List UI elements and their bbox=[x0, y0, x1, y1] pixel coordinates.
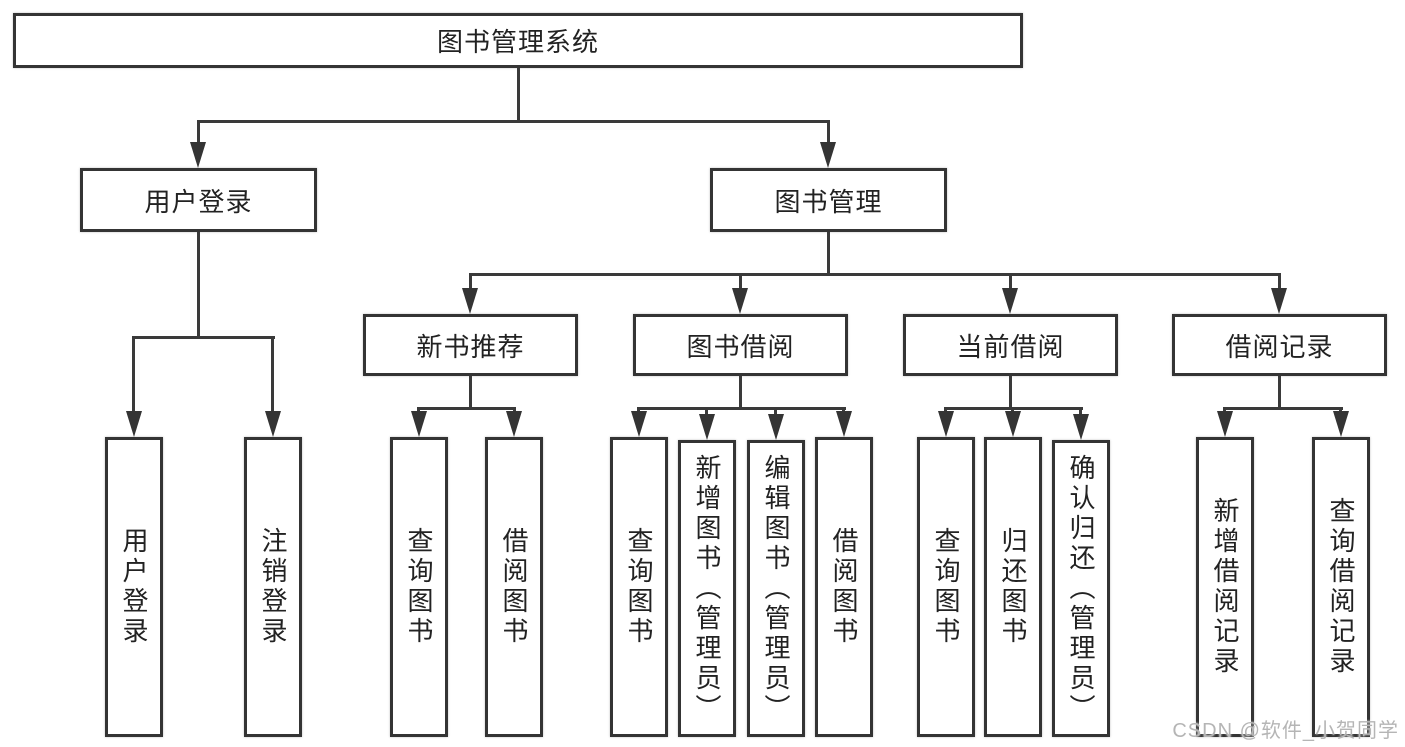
leaf-query-books-1: 查询图书 bbox=[390, 437, 448, 737]
node-book-borrowing-label: 图书借阅 bbox=[686, 331, 795, 362]
arrowhead bbox=[1073, 414, 1089, 440]
leaf-confirm-return-admin-label: 确认归还（管理员） bbox=[1066, 453, 1096, 724]
leaf-add-borrow-record: 新增借阅记录 bbox=[1196, 437, 1254, 737]
arrowhead bbox=[768, 414, 784, 440]
arrowhead bbox=[1271, 288, 1287, 314]
leaf-borrow-books-1-label: 借阅图书 bbox=[499, 527, 529, 647]
node-root: 图书管理系统 bbox=[13, 13, 1023, 68]
arrowhead bbox=[820, 142, 836, 168]
arrowhead bbox=[1002, 288, 1018, 314]
connector bbox=[197, 120, 200, 148]
connector bbox=[637, 407, 846, 410]
arrowhead bbox=[732, 288, 748, 314]
connector bbox=[1079, 407, 1082, 417]
leaf-borrow-books-2-label: 借阅图书 bbox=[829, 527, 859, 647]
arrowhead bbox=[265, 411, 281, 437]
leaf-user-login-label: 用户登录 bbox=[119, 527, 149, 647]
node-user-login-label: 用户登录 bbox=[144, 186, 253, 217]
connector bbox=[774, 407, 777, 417]
leaf-borrow-books-2: 借阅图书 bbox=[815, 437, 873, 737]
node-borrowing-records: 借阅记录 bbox=[1172, 314, 1387, 376]
leaf-query-books-2: 查询图书 bbox=[610, 437, 668, 737]
connector bbox=[827, 120, 830, 148]
arrowhead bbox=[1217, 411, 1233, 437]
node-book-management: 图书管理 bbox=[710, 168, 947, 232]
arrowhead bbox=[836, 411, 852, 437]
connector bbox=[1223, 407, 1343, 410]
connector bbox=[517, 68, 520, 123]
connector bbox=[271, 336, 274, 416]
connector bbox=[1009, 376, 1012, 410]
leaf-logout-label: 注销登录 bbox=[258, 527, 288, 647]
arrowhead bbox=[506, 411, 522, 437]
leaf-add-borrow-record-label: 新增借阅记录 bbox=[1210, 497, 1240, 677]
node-new-book-recommend-label: 新书推荐 bbox=[416, 331, 525, 362]
leaf-query-borrow-record: 查询借阅记录 bbox=[1312, 437, 1370, 737]
leaf-add-books-admin-label: 新增图书（管理员） bbox=[692, 453, 722, 724]
leaf-query-books-1-label: 查询图书 bbox=[404, 527, 434, 647]
arrowhead bbox=[462, 288, 478, 314]
leaf-user-login: 用户登录 bbox=[105, 437, 163, 737]
node-user-login: 用户登录 bbox=[80, 168, 317, 232]
connector bbox=[739, 376, 742, 410]
leaf-query-borrow-record-label: 查询借阅记录 bbox=[1326, 497, 1356, 677]
node-root-label: 图书管理系统 bbox=[436, 27, 599, 57]
connector bbox=[469, 376, 472, 410]
connector bbox=[132, 336, 275, 339]
leaf-query-books-3-label: 查询图书 bbox=[931, 527, 961, 647]
node-current-borrowing-label: 当前借阅 bbox=[956, 331, 1065, 362]
csdn-watermark: CSDN @软件_小贺同学 bbox=[1172, 720, 1399, 742]
node-new-book-recommend: 新书推荐 bbox=[363, 314, 578, 376]
leaf-add-books-admin: 新增图书（管理员） bbox=[678, 440, 736, 737]
connector bbox=[469, 273, 472, 293]
node-book-management-label: 图书管理 bbox=[774, 186, 883, 217]
connector bbox=[827, 232, 830, 276]
node-borrowing-records-label: 借阅记录 bbox=[1225, 331, 1334, 362]
arrowhead bbox=[631, 411, 647, 437]
arrowhead bbox=[126, 411, 142, 437]
leaf-logout: 注销登录 bbox=[244, 437, 302, 737]
connector bbox=[197, 120, 830, 123]
leaf-borrow-books-1: 借阅图书 bbox=[485, 437, 543, 737]
arrowhead bbox=[411, 411, 427, 437]
leaf-return-books-label: 归还图书 bbox=[998, 527, 1028, 647]
node-current-borrowing: 当前借阅 bbox=[903, 314, 1118, 376]
connector bbox=[739, 273, 742, 293]
connector bbox=[469, 273, 1281, 276]
arrowhead bbox=[699, 414, 715, 440]
leaf-edit-books-admin-label: 编辑图书（管理员） bbox=[761, 453, 791, 724]
connector bbox=[1278, 273, 1281, 293]
arrowhead bbox=[1333, 411, 1349, 437]
arrowhead bbox=[190, 142, 206, 168]
connector bbox=[197, 232, 200, 339]
arrowhead bbox=[1005, 411, 1021, 437]
leaf-query-books-3: 查询图书 bbox=[917, 437, 975, 737]
leaf-return-books: 归还图书 bbox=[984, 437, 1042, 737]
connector bbox=[417, 407, 516, 410]
connector bbox=[1009, 273, 1012, 293]
connector bbox=[705, 407, 708, 417]
node-book-borrowing: 图书借阅 bbox=[633, 314, 848, 376]
leaf-edit-books-admin: 编辑图书（管理员） bbox=[747, 440, 805, 737]
leaf-confirm-return-admin: 确认归还（管理员） bbox=[1052, 440, 1110, 737]
connector bbox=[132, 336, 135, 416]
connector bbox=[1278, 376, 1281, 410]
arrowhead bbox=[938, 411, 954, 437]
leaf-query-books-2-label: 查询图书 bbox=[624, 527, 654, 647]
